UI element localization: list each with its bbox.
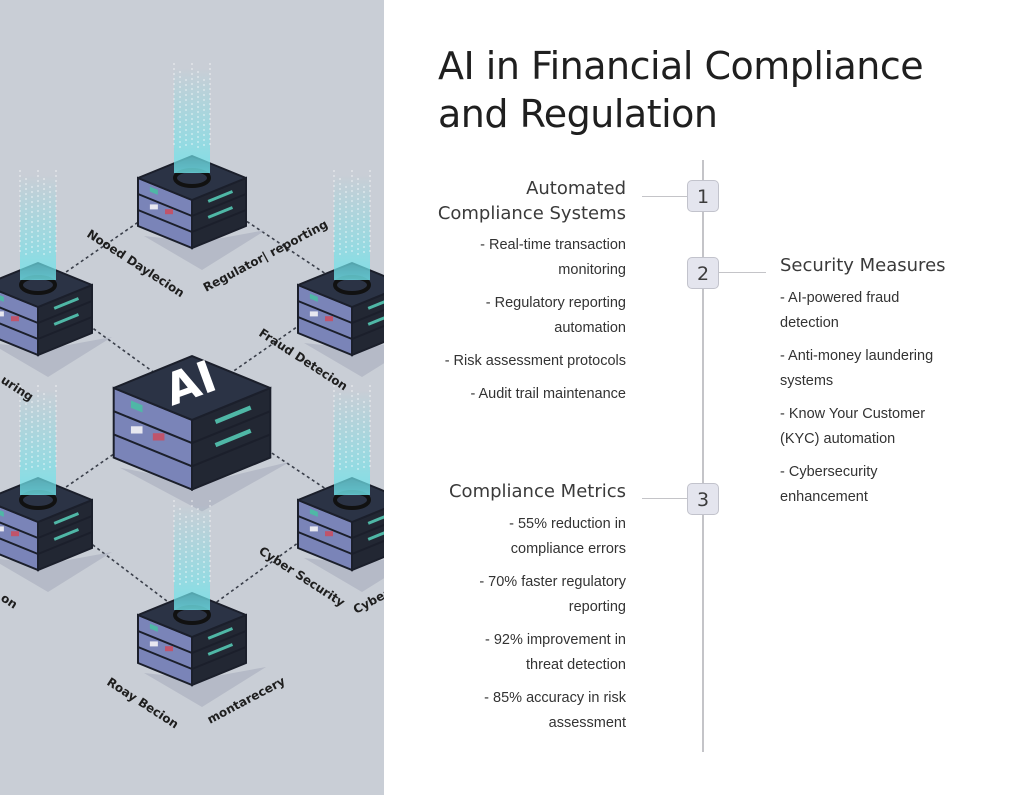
section-title-compliance-metrics: Compliance Metrics [448, 481, 626, 502]
compliance-metrics-list: - 55% reduction in compliance errors - 7… [456, 512, 626, 744]
list-item: - Anti-money laundering systems [780, 348, 934, 389]
list-item: - Real-time transaction monitoring [480, 237, 626, 278]
security-measures-list: - AI-powered fraud detection - Anti-mone… [780, 286, 960, 518]
list-item: - 70% faster regulatory reporting [479, 574, 626, 615]
server-node-right-lower [297, 385, 384, 592]
server-node-bottom [137, 500, 266, 707]
list-item: - AI-powered fraud detection [780, 290, 900, 331]
list-item: - Audit trail maintenance [470, 386, 626, 402]
server-node-left-upper [0, 170, 112, 377]
node-label-6: Cyber [351, 586, 384, 617]
list-item: - Know Your Customer (KYC) automation [780, 406, 926, 447]
timeline-marker-2: 2 [687, 257, 719, 289]
section-title-automated-compliance: Automated Compliance Systems [437, 178, 626, 224]
page-title: AI in Financial Compliance and Regulatio… [438, 44, 924, 136]
timeline-marker-3: 3 [687, 483, 719, 515]
list-item: - 85% accuracy in risk assessment [484, 690, 626, 731]
timeline-connector-2 [718, 272, 766, 273]
server-node-left-lower [0, 385, 112, 592]
timeline-line [702, 160, 704, 752]
timeline-connector-1 [642, 196, 688, 197]
server-node-ai-center: AI [112, 351, 291, 512]
server-network-graphic: AI Nooed Daylecion Regulator| reporting … [0, 63, 384, 731]
server-node-right-upper [297, 170, 384, 377]
list-item: - 55% reduction in compliance errors [509, 516, 626, 557]
node-label-4: uring [0, 373, 36, 404]
list-item: - 92% improvement in threat detection [484, 632, 626, 673]
server-node-top [137, 63, 266, 270]
section-title-security-measures: Security Measures [780, 255, 946, 276]
automated-compliance-list: - Real-time transaction monitoring - Reg… [436, 233, 626, 415]
list-item: - Cybersecurity enhancement [780, 464, 878, 505]
timeline-marker-1: 1 [687, 180, 719, 212]
list-item: - Risk assessment protocols [444, 353, 626, 369]
list-item: - Regulatory reporting automation [485, 295, 626, 336]
timeline-connector-3 [642, 498, 688, 499]
server-nodes: AI [0, 63, 384, 707]
node-label-7: on [0, 591, 20, 612]
network-illustration: AI Nooed Daylecion Regulator| reporting … [0, 0, 384, 795]
content-panel: AI in Financial Compliance and Regulatio… [384, 0, 1024, 795]
